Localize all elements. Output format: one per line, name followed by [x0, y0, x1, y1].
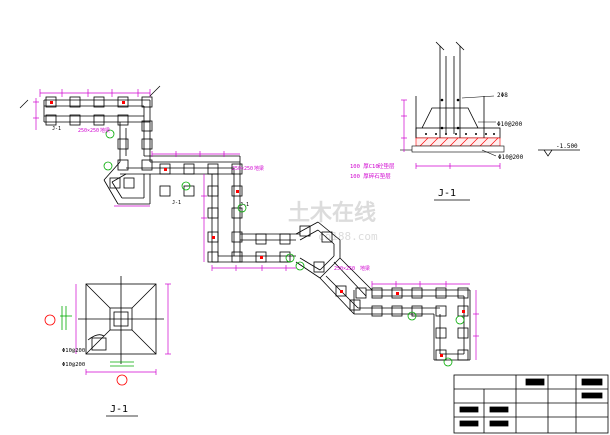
elevation-label: -1.500	[556, 143, 578, 150]
beam-label-top: 250×250	[78, 128, 99, 134]
footing-red-marks	[50, 101, 465, 357]
section-dimension	[401, 99, 501, 169]
beam-label-mid: 250×250	[232, 166, 253, 172]
detail-title: J-1	[110, 404, 128, 415]
watermark: 土木在线 co188.com	[288, 200, 378, 243]
beam-label-right-suffix: 地梁	[360, 265, 370, 272]
beam-label-top-suffix: 地梁	[100, 127, 110, 134]
column-marks	[103, 129, 465, 367]
section-leaders	[400, 95, 497, 157]
beam-label-mid-suffix: 地梁	[254, 165, 264, 172]
section-layer-1-suffix: 砼垫层	[378, 162, 395, 170]
leader-line	[149, 85, 161, 97]
plan-dimension-middle	[114, 151, 479, 360]
detail-rebar-1-label: Φ10@200	[62, 348, 85, 354]
j1-tag-plan-a: J-1	[172, 200, 181, 206]
watermark-brand: 土木在线	[288, 200, 376, 226]
section-layer-2-label: 100 厚碎石垫层	[350, 172, 391, 180]
section-rebar-mid-label: Φ10@200	[497, 121, 523, 128]
elevation-symbol	[538, 149, 580, 157]
plan-dimension-top	[39, 89, 151, 97]
detail-rebar-2-label: Φ10@200	[62, 362, 85, 368]
leader-line-left	[19, 99, 29, 109]
detail-j1: Φ10@200 Φ10@200 J-1	[44, 276, 171, 417]
foundation-plan: 250×250 地梁 250×250 地梁 250×250 地梁 J-1 J-1…	[19, 85, 479, 367]
j1-tag-plan-c: J-1	[52, 126, 61, 132]
title-block	[453, 374, 609, 434]
section-rebar	[425, 98, 495, 135]
section-j1: 2Φ8 Φ10@200 Φ10@200 100 厚C10 砼垫层 100 厚碎石…	[350, 41, 580, 201]
section-title: J-1	[438, 188, 456, 199]
column-footings	[45, 96, 469, 361]
section-rebar-top-label: 2Φ8	[497, 92, 508, 99]
section-column	[435, 41, 465, 140]
section-rebar-bottom-label: Φ10@200	[498, 154, 524, 161]
section-layer-1-label: 100 厚C10	[350, 163, 379, 170]
plan-dimension-left	[33, 98, 39, 130]
beam-label-right: 250×250	[334, 266, 355, 272]
j1-tag-plan-b: J-1	[240, 202, 249, 208]
watermark-url: co188.com	[318, 230, 378, 243]
section-hatch	[411, 137, 505, 153]
